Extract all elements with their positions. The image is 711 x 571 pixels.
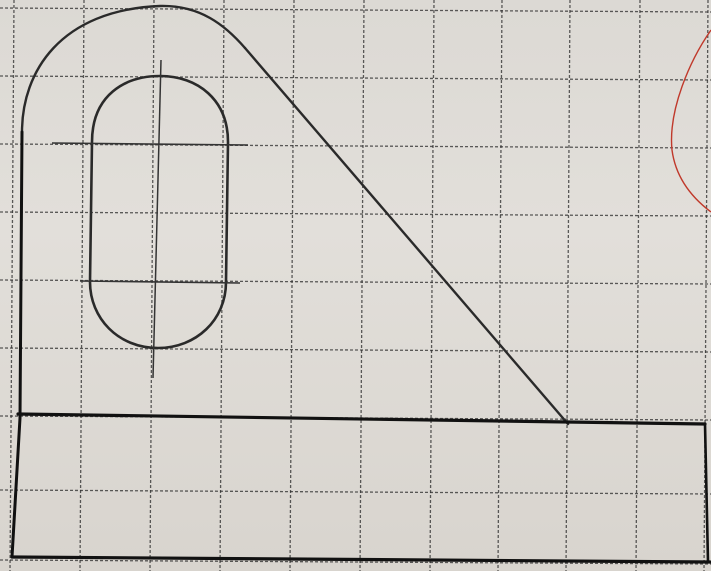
- grid-horizontal-line: [0, 347, 711, 353]
- slot-outline: [88, 74, 230, 350]
- grid-vertical-line: [79, 0, 85, 571]
- grid-horizontal-line: [0, 143, 711, 149]
- slot-vertical-center-line: [152, 59, 162, 379]
- grid-vertical-line: [565, 0, 571, 571]
- margin-arc-mark: [670, 29, 711, 213]
- grid-vertical-line: [289, 0, 295, 571]
- slot-lower-center-line: [79, 280, 241, 284]
- grid-horizontal-line: [0, 489, 711, 495]
- grid-vertical-line: [497, 0, 503, 571]
- grid-horizontal-line: [0, 559, 711, 565]
- grid-vertical-line: [219, 0, 225, 571]
- grid-horizontal-line: [0, 75, 711, 81]
- tangent-slope-line: [243, 46, 570, 426]
- rounded-top-arc: [20, 4, 247, 134]
- grid-vertical-line: [635, 0, 641, 571]
- slot-upper-center-line: [51, 142, 249, 146]
- grid-vertical-line: [149, 0, 155, 571]
- left-edge-line: [10, 130, 24, 559]
- base-top-line: [16, 412, 707, 426]
- grid-vertical-line: [359, 0, 365, 571]
- base-bottom-line: [10, 555, 711, 564]
- part-outline: [10, 4, 711, 564]
- grid-horizontal-line: [0, 279, 711, 285]
- vertical-slot: [51, 59, 249, 379]
- base-right-line: [703, 422, 710, 564]
- grid-vertical-line: [9, 0, 15, 571]
- grid-vertical-line: [703, 0, 709, 571]
- grid-horizontal-line: [0, 7, 711, 13]
- grid-horizontal-line: [0, 211, 711, 217]
- grid-vertical-line: [429, 0, 435, 571]
